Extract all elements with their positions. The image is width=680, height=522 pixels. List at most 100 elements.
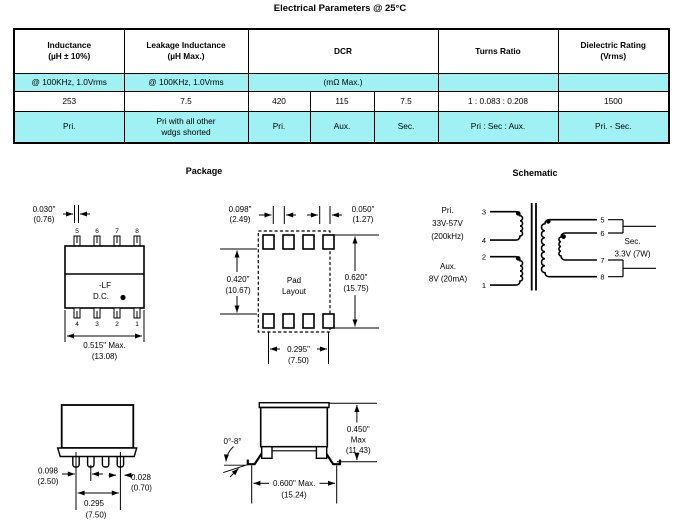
dim-row-span-mm: (7.50) bbox=[288, 356, 309, 365]
page-title: Electrical Parameters @ 25°C bbox=[273, 3, 407, 14]
value-dcr-pri: 420 bbox=[247, 90, 311, 112]
cond-inductance: @ 100KHz, 1.0Vrms bbox=[13, 72, 125, 92]
cond-turns-empty bbox=[437, 72, 559, 92]
dim-height: 0.450" bbox=[347, 425, 370, 434]
aux-winding bbox=[490, 255, 524, 286]
dim-height-max: Max bbox=[351, 436, 366, 445]
cond-dielectric-empty bbox=[557, 72, 670, 92]
lead-angle-annotation: 0°-8° bbox=[223, 437, 250, 478]
dim-pad-pitch: 0.098" bbox=[229, 205, 252, 214]
dim-row-span: 0.295" bbox=[287, 345, 310, 354]
pin-number-7: 7 bbox=[115, 228, 119, 235]
outer-span-dimension: 0.620" (15.75) bbox=[333, 234, 379, 329]
package-side-view-drawing: 0°-8° 0.450" Max (11.43) 0.600" Max. (15… bbox=[223, 402, 377, 504]
body-width-dimension: 0.515" Max. (13.08) bbox=[64, 310, 145, 361]
pad-layout-drawing: 0.098" (2.49) 0.050" (1.27) Pad Layout 0… bbox=[220, 205, 379, 365]
sec-voltage: 3.3V (7W) bbox=[614, 250, 650, 259]
top-pins bbox=[73, 235, 141, 247]
pri-voltage: 33V-57V bbox=[432, 219, 463, 228]
bottom-pins bbox=[73, 307, 141, 319]
pin-number-2: 2 bbox=[115, 321, 119, 328]
table-values-row: 253 7.5 420 115 7.5 1 : 0.083 : 0.208 15… bbox=[13, 90, 670, 112]
header-dielectric-label: Dielectric Rating bbox=[580, 40, 646, 51]
dim-outer-span: 0.620" bbox=[345, 273, 368, 282]
schematic-drawing: Pri. 33V-57V (200kHz) Aux. 8V (20mA) 3 4… bbox=[429, 203, 656, 291]
header-inductance-sub: (µH ± 10%) bbox=[48, 51, 91, 62]
electrical-parameters-table: Inductance (µH ± 10%) Leakage Inductance… bbox=[13, 28, 671, 144]
primary-labels: Pri. 33V-57V (200kHz) Aux. 8V (20mA) bbox=[429, 206, 468, 284]
pin-number-3: 3 bbox=[95, 321, 99, 328]
sch-pin-1: 1 bbox=[482, 281, 486, 290]
dim-height-mm: (11.43) bbox=[346, 446, 371, 455]
bottom-pads bbox=[262, 313, 335, 329]
sec-label: Sec. bbox=[624, 237, 640, 246]
dim-width-mm: (15.24) bbox=[281, 491, 307, 500]
sch-pin-6: 6 bbox=[600, 229, 604, 238]
winding-inductance: Pri. bbox=[13, 110, 125, 144]
dim-inner-span: 0.420" bbox=[227, 275, 250, 284]
pin1-dot bbox=[120, 294, 126, 301]
header-leakage: Leakage Inductance (µH Max.) bbox=[123, 28, 249, 74]
sch-pin-4: 4 bbox=[482, 236, 486, 245]
value-leakage: 7.5 bbox=[123, 90, 249, 112]
header-turns-ratio: Turns Ratio bbox=[437, 28, 559, 74]
header-inductance-label: Inductance bbox=[47, 40, 92, 51]
pin-width-dimension: 0.030" (0.76) bbox=[33, 205, 90, 224]
marking-dc: D.C. bbox=[93, 292, 109, 301]
dim-front-span: 0.295 bbox=[84, 499, 105, 508]
schematic-heading: Schematic bbox=[512, 168, 558, 178]
dim-lead-width-mm: (0.70) bbox=[131, 484, 152, 493]
sch-pin-3: 3 bbox=[482, 208, 486, 217]
side-right-foot bbox=[315, 446, 328, 460]
side-left-foot bbox=[261, 446, 273, 460]
dim-front-span-mm: (7.50) bbox=[86, 511, 107, 520]
dim-front-pitch-mm: (2.50) bbox=[38, 477, 59, 486]
dim-lead-angle: 0°-8° bbox=[224, 437, 242, 446]
package-body bbox=[64, 245, 145, 309]
winding-dcr-sec: Sec. bbox=[373, 110, 439, 144]
value-dielectric: 1500 bbox=[557, 90, 670, 112]
transformer-core bbox=[530, 203, 537, 291]
secondary-inner-winding bbox=[558, 232, 597, 261]
header-dcr: DCR bbox=[247, 28, 439, 74]
front-dimensions: 0.098 (2.50) 0.028 (0.70) 0.295 (7.50) bbox=[38, 452, 152, 520]
side-body bbox=[259, 406, 329, 448]
front-body bbox=[60, 404, 135, 449]
dim-lead-width: 0.028 bbox=[131, 473, 152, 482]
package-front-view-drawing: 0.098 (2.50) 0.028 (0.70) 0.295 (7.50) bbox=[38, 404, 152, 520]
value-dcr-sec: 7.5 bbox=[373, 90, 439, 112]
pin-number-6: 6 bbox=[95, 228, 99, 235]
pad-layout-label-2: Layout bbox=[282, 287, 307, 296]
package-heading: Package bbox=[185, 166, 223, 176]
front-base bbox=[56, 447, 138, 458]
sch-pin-7: 7 bbox=[600, 256, 604, 265]
dim-inner-span-mm: (10.67) bbox=[225, 286, 251, 295]
winding-dcr-aux: Aux. bbox=[309, 110, 375, 144]
polarity-dots bbox=[515, 211, 566, 261]
aux-voltage: 8V (20mA) bbox=[429, 275, 468, 284]
package-top-view-drawing: 0.030" (0.76) 5 6 7 8 -LF D.C. 4 3 2 1 bbox=[33, 205, 145, 361]
pitch-dimension: 0.098" (2.49) 0.050" (1.27) bbox=[229, 205, 375, 224]
cond-leakage: @ 100KHz, 1.0Vrms bbox=[123, 72, 249, 92]
pin-number-4: 4 bbox=[75, 321, 79, 328]
header-inductance: Inductance (µH ± 10%) bbox=[13, 28, 125, 74]
header-leakage-label: Leakage Inductance bbox=[146, 40, 226, 51]
pin-number-1: 1 bbox=[135, 321, 139, 328]
sch-pin-8: 8 bbox=[600, 273, 604, 282]
row-span-dimension: 0.295" (7.50) bbox=[268, 332, 329, 365]
winding-dcr-pri: Pri. bbox=[247, 110, 311, 144]
secondary-outer-winding bbox=[540, 218, 597, 278]
value-dcr-aux: 115 bbox=[309, 90, 375, 112]
header-dielectric-sub: (Vrms) bbox=[600, 51, 627, 62]
header-dielectric: Dielectric Rating (Vrms) bbox=[557, 28, 670, 74]
aux-label: Aux. bbox=[440, 262, 456, 271]
value-turns-ratio: 1 : 0.083 : 0.208 bbox=[437, 90, 559, 112]
winding-dielectric: Pri. - Sec. bbox=[557, 110, 670, 144]
primary-winding bbox=[490, 210, 524, 241]
table-header-row: Inductance (µH ± 10%) Leakage Inductance… bbox=[13, 28, 670, 74]
dim-pin-width: 0.030" bbox=[33, 205, 56, 214]
value-inductance: 253 bbox=[13, 90, 125, 112]
pri-frequency: (200kHz) bbox=[431, 232, 464, 241]
top-pads bbox=[262, 234, 335, 250]
